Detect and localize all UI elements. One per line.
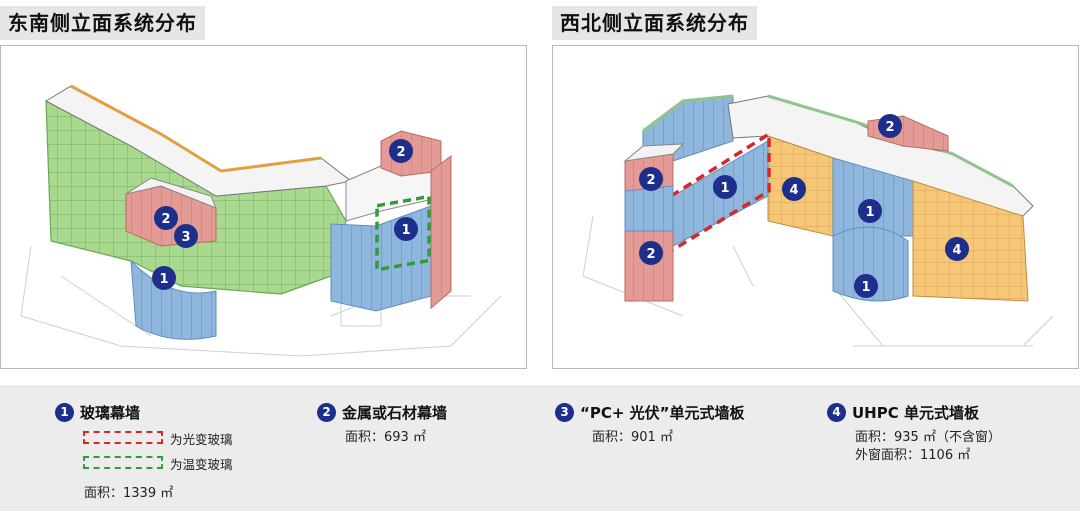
southeast-building-diagram: 2 2 3 1 1 — [20, 84, 502, 357]
legend-name-2: 金属或石材幕墙 — [342, 404, 448, 422]
legend-item-glass-curtain: 1 玻璃幕墙 — [55, 402, 140, 423]
metal-wall-right-edge — [430, 155, 452, 310]
svg-text:2: 2 — [161, 212, 170, 227]
legend-name-3: “PC+ 光伏”单元式墙板 — [580, 404, 745, 422]
marker-1-right-glass: 1 — [394, 217, 418, 241]
svg-text:2: 2 — [646, 173, 655, 188]
legend-number-1: 1 — [55, 403, 74, 422]
svg-text:4: 4 — [952, 243, 961, 258]
legend-name-1: 玻璃幕墙 — [80, 404, 141, 422]
svg-text:1: 1 — [401, 223, 410, 238]
legend-item-metal-stone: 2 金属或石材幕墙 — [317, 402, 447, 423]
glass-curtain-cylinder — [832, 226, 909, 302]
northwest-elevation-panel: 2 2 2 1 4 1 1 4 — [552, 45, 1079, 369]
uhpc-wall-right — [912, 180, 1029, 302]
left-panel-title: 东南侧立面系统分布 — [0, 6, 205, 40]
marker-4-right: 4 — [945, 237, 969, 261]
svg-text:2: 2 — [646, 247, 655, 262]
svg-text:3: 3 — [181, 230, 190, 245]
marker-2-tower-top: 2 — [639, 167, 663, 191]
marker-2-tower-base: 2 — [639, 241, 663, 265]
marker-4-center: 4 — [782, 177, 806, 201]
legend-item-uhpc: 4 UHPC 单元式墙板 — [827, 402, 979, 423]
marker-3-green-facade: 3 — [174, 224, 198, 248]
marker-1-base: 1 — [152, 266, 176, 290]
svg-text:2: 2 — [885, 120, 894, 135]
legend-area-4: 面积：935 ㎡（不含窗） — [855, 430, 1001, 445]
legend-name-4: UHPC 单元式墙板 — [852, 404, 979, 422]
svg-text:1: 1 — [159, 272, 168, 287]
marker-1-center: 1 — [858, 199, 882, 223]
svg-text:1: 1 — [861, 280, 870, 295]
southeast-elevation-panel: 2 2 3 1 1 — [0, 45, 527, 369]
thermochromic-glass-box — [375, 194, 431, 272]
thermochromic-swatch — [83, 456, 163, 469]
legend-window-area-4: 外窗面积：1106 ㎡ — [855, 448, 971, 463]
legend-item-pc-pv: 3 “PC+ 光伏”单元式墙板 — [555, 402, 745, 423]
legend-area-2: 面积：693 ㎡ — [345, 430, 426, 445]
photochromic-label: 为光变玻璃 — [170, 432, 233, 447]
legend-area-3: 面积：901 ㎡ — [592, 430, 673, 445]
thermochromic-label: 为温变玻璃 — [170, 457, 233, 472]
marker-1-cylinder: 1 — [854, 274, 878, 298]
legend-number-4: 4 — [827, 403, 846, 422]
svg-text:4: 4 — [789, 183, 798, 198]
svg-text:1: 1 — [720, 181, 729, 196]
marker-2-right-box: 2 — [389, 139, 413, 163]
marker-2-roof-box: 2 — [878, 114, 902, 138]
svg-text:1: 1 — [865, 205, 874, 220]
legend-area-1: 面积：1339 ㎡ — [84, 486, 174, 501]
marker-1-bridge: 1 — [713, 175, 737, 199]
photochromic-swatch — [83, 431, 163, 444]
legend-number-3: 3 — [555, 403, 574, 422]
legend-number-2: 2 — [317, 403, 336, 422]
marker-2-left-box: 2 — [154, 206, 178, 230]
left-tower-glass-band — [624, 185, 674, 232]
right-panel-title: 西北侧立面系统分布 — [552, 6, 757, 40]
legend-panel: 1 玻璃幕墙 为光变玻璃 为温变玻璃 面积：1339 ㎡ 2 金属或石材幕墙 面积：… — [0, 385, 1080, 511]
svg-text:2: 2 — [396, 145, 405, 160]
northwest-building-diagram: 2 2 2 1 4 1 1 4 — [582, 94, 1054, 347]
